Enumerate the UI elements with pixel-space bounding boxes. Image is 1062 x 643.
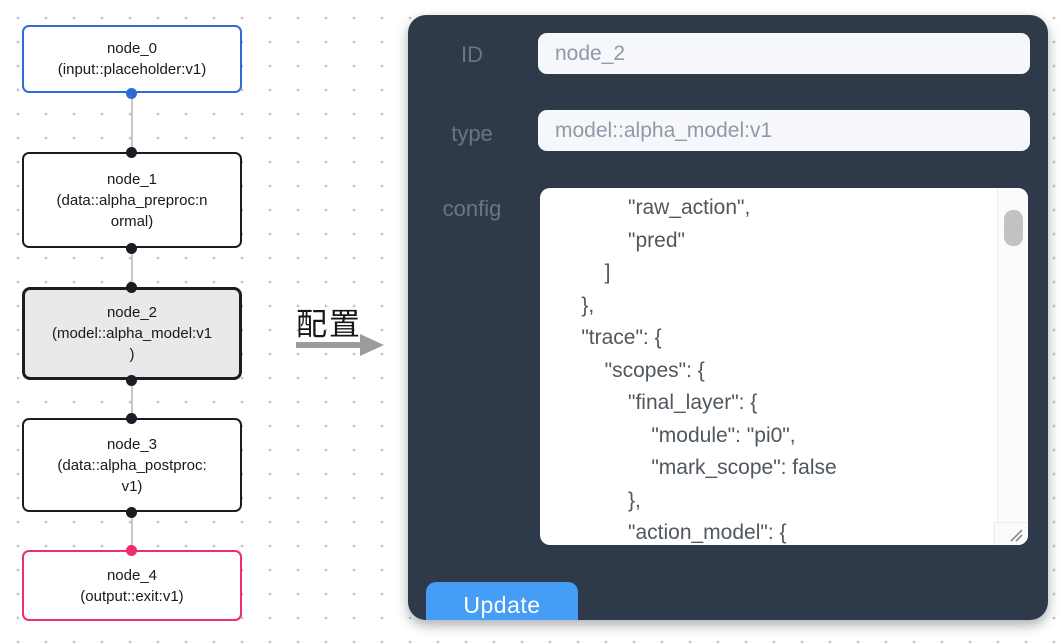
flow-node-node_4[interactable]: node_4 (output::exit:v1) <box>22 550 242 621</box>
id-field-label: ID <box>461 42 483 67</box>
configure-label: 配置 <box>296 307 362 342</box>
type-input[interactable] <box>538 110 1030 151</box>
node4-input-port[interactable] <box>126 545 137 556</box>
edge-node0-node1 <box>131 93 133 152</box>
flow-node-node_3[interactable]: node_3 (data::alpha_postproc: v1) <box>22 418 242 512</box>
node2-input-port[interactable] <box>126 282 137 293</box>
config-field-label: config <box>442 196 502 221</box>
flow-node-node_1[interactable]: node_1 (data::alpha_preproc:n ormal) <box>22 152 242 248</box>
node3-output-port[interactable] <box>126 507 137 518</box>
resize-grip-icon <box>1010 529 1023 542</box>
node1-input-port[interactable] <box>126 147 137 158</box>
config-scrollbar-thumb[interactable] <box>1004 210 1023 246</box>
arrow-right-head-icon <box>360 334 384 356</box>
node-config-panel: ID type config "raw_action", "pred" ] },… <box>408 15 1048 620</box>
edge-node3-node4 <box>131 512 133 550</box>
edge-node1-node2 <box>131 248 133 287</box>
flow-node-node_0[interactable]: node_0 (input::placeholder:v1) <box>22 25 242 93</box>
type-field-label: type <box>451 121 493 146</box>
node2-output-port[interactable] <box>126 375 137 386</box>
update-button[interactable]: Update <box>426 582 578 620</box>
textarea-resize-handle[interactable] <box>994 522 1028 545</box>
arrow-right-icon <box>296 342 362 348</box>
config-json-text[interactable]: "raw_action", "pred" ] }, "trace": { "sc… <box>581 196 837 544</box>
node0-output-port[interactable] <box>126 88 137 99</box>
config-textarea[interactable]: "raw_action", "pred" ] }, "trace": { "sc… <box>540 188 1028 545</box>
id-input[interactable] <box>538 33 1030 74</box>
config-scrollbar-track[interactable] <box>997 188 1028 545</box>
node3-input-port[interactable] <box>126 413 137 424</box>
flow-node-node_2-selected[interactable]: node_2 (model::alpha_model:v1 ) <box>22 287 242 380</box>
edge-node2-node3 <box>131 380 133 418</box>
node1-output-port[interactable] <box>126 243 137 254</box>
